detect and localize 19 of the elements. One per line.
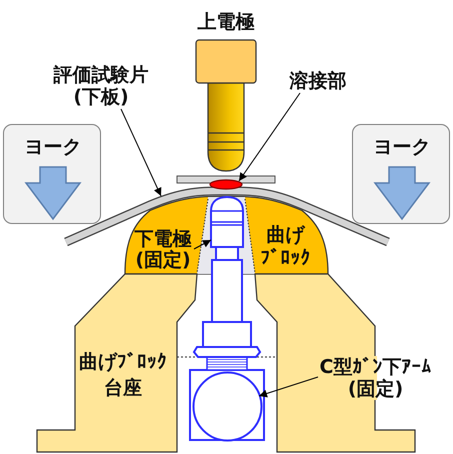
part-label: ヨーク bbox=[24, 136, 82, 158]
leader-line bbox=[194, 240, 212, 250]
leader-line bbox=[258, 376, 318, 398]
arm-circle bbox=[192, 370, 262, 442]
part-label: 下電極(固定) bbox=[133, 229, 193, 271]
part-label: 溶接部 bbox=[288, 70, 348, 92]
part-label: 曲げﾌﾞﾛｯｸ台座 bbox=[78, 350, 168, 401]
test-plate bbox=[63, 186, 390, 247]
part-label: ヨーク bbox=[372, 136, 432, 158]
yoke-panel bbox=[3, 124, 101, 224]
lower-electrode bbox=[209, 195, 245, 324]
part-label: C型ｶﾞﾝ下ｱｰﾑ(固定) bbox=[319, 356, 432, 400]
part-label: 曲げﾌﾞﾛｯｸ bbox=[260, 224, 311, 270]
leader-line bbox=[238, 92, 300, 182]
yoke-panel bbox=[352, 124, 450, 224]
leader-line bbox=[120, 108, 162, 196]
part-label: 評価試験片(下板) bbox=[51, 64, 151, 108]
part-label: 上電極 bbox=[196, 11, 256, 33]
weld-spot bbox=[209, 178, 243, 190]
